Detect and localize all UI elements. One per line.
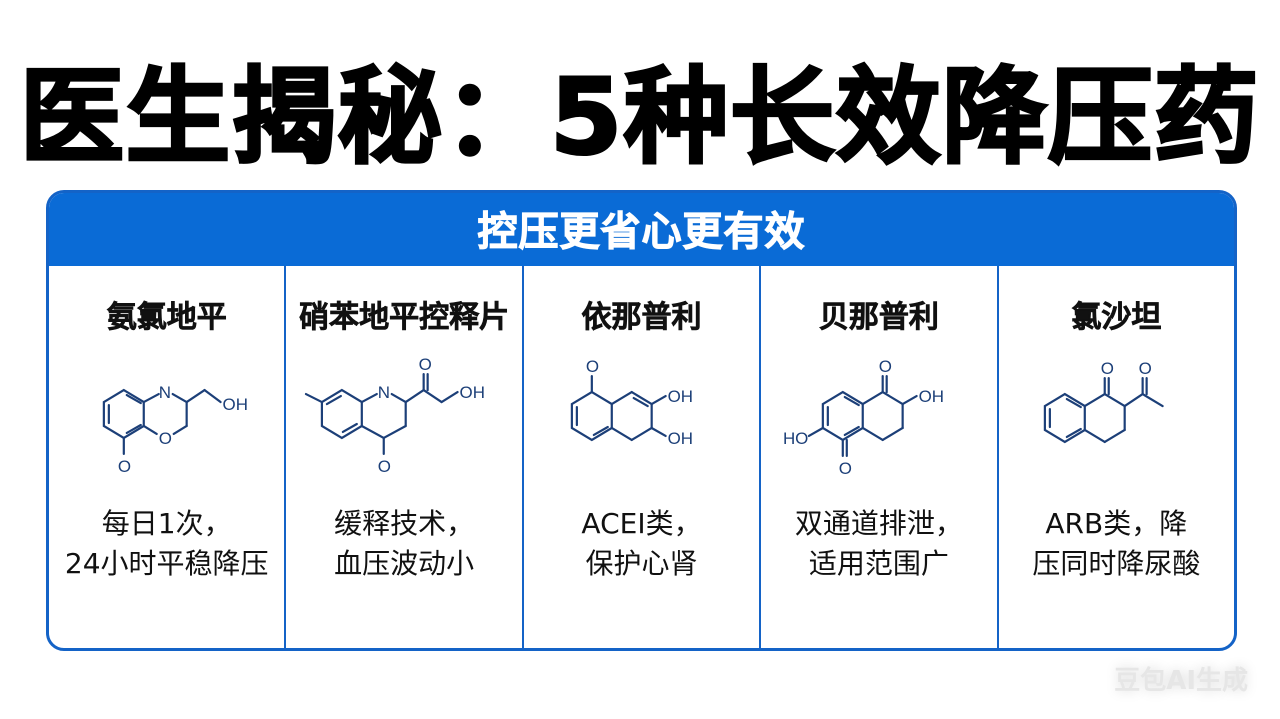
drug-name: 硝苯地平控释片: [299, 300, 510, 336]
page-title: 医生揭秘：5种长效降压药: [18, 55, 1261, 180]
drug-name: 依那普利: [581, 300, 702, 336]
chemical-structure-icon: O OH O HO: [761, 354, 996, 494]
drug-column-benazepril: 贝那普利 O OH: [761, 266, 999, 648]
svg-text:O: O: [1100, 359, 1113, 378]
drug-description: ARB类，降 压同时降尿酸: [1032, 507, 1201, 580]
drug-column-amlodipine: 氨氯地平 N OH O: [49, 266, 287, 648]
drug-name: 贝那普利: [818, 300, 940, 336]
drug-description: ACEI类， 保护心肾: [581, 507, 702, 580]
svg-text:HO: HO: [783, 429, 808, 448]
svg-text:OH: OH: [667, 429, 692, 448]
drug-column-nifedipine: 硝苯地平控释片 N O: [286, 266, 524, 648]
svg-text:O: O: [839, 459, 852, 478]
svg-text:O: O: [118, 457, 131, 476]
drug-columns: 氨氯地平 N OH O: [49, 266, 1234, 648]
svg-text:O: O: [586, 357, 599, 376]
svg-text:OH: OH: [460, 383, 485, 402]
svg-text:O: O: [378, 457, 391, 476]
drug-description: 每日1次， 24小时平稳降压: [64, 507, 269, 580]
drug-description: 双通道排泄， 适用范围广: [794, 507, 963, 580]
svg-text:O: O: [159, 429, 172, 448]
drug-description: 缓释技术， 血压波动小: [334, 507, 475, 580]
drug-name: 氯沙坦: [1071, 300, 1162, 336]
drug-table-card: 控压更省心更有效 氨氯地平 N OH O: [46, 190, 1237, 651]
chemical-structure-icon: O OH OH: [524, 354, 759, 494]
drug-column-enalapril: 依那普利 O OH OH: [524, 266, 762, 648]
drug-column-losartan: 氯沙坦 O O: [999, 266, 1234, 648]
svg-text:O: O: [1138, 359, 1151, 378]
svg-text:N: N: [378, 383, 390, 402]
chemical-structure-icon: N O O OH: [286, 354, 521, 494]
svg-text:N: N: [159, 383, 171, 402]
svg-text:O: O: [419, 355, 432, 374]
svg-text:O: O: [879, 357, 892, 376]
chemical-structure-icon: N OH O O: [49, 354, 284, 494]
svg-text:OH: OH: [223, 395, 248, 414]
drug-name: 氨氯地平: [106, 300, 227, 336]
banner-subtitle: 控压更省心更有效: [49, 193, 1234, 266]
svg-text:OH: OH: [667, 387, 692, 406]
chemical-structure-icon: O O: [999, 354, 1234, 494]
svg-text:OH: OH: [919, 387, 944, 406]
ai-watermark: 豆包AI生成: [1114, 666, 1248, 696]
